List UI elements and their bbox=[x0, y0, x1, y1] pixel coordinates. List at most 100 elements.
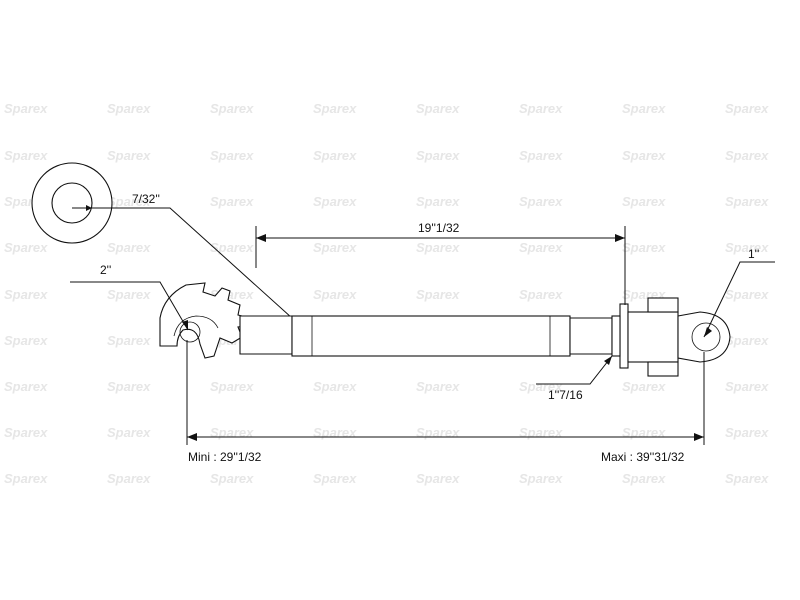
sparex-watermark: Sparex bbox=[107, 194, 151, 209]
eye-size-label: 1'' bbox=[748, 247, 759, 261]
sparex-watermark: Sparex bbox=[107, 425, 151, 440]
sparex-watermark: Sparex bbox=[107, 240, 151, 255]
sparex-watermark: Sparex bbox=[519, 194, 563, 209]
tube-dimension bbox=[255, 226, 626, 305]
sparex-watermark: Sparex bbox=[4, 148, 48, 163]
sparex-watermark: Sparex bbox=[210, 240, 254, 255]
sparex-watermark: Sparex bbox=[416, 379, 460, 394]
sparex-watermark: Sparex bbox=[313, 425, 357, 440]
sparex-watermark: Sparex bbox=[4, 287, 48, 302]
main-tube bbox=[291, 315, 571, 357]
sparex-watermark: Sparex bbox=[622, 471, 666, 486]
flange-leader bbox=[536, 355, 613, 385]
sparex-watermark: Sparex bbox=[725, 379, 769, 394]
sparex-watermark: Sparex bbox=[622, 425, 666, 440]
arrow-head bbox=[187, 433, 197, 441]
sparex-watermark: Sparex bbox=[725, 240, 769, 255]
sparex-watermark: Sparex bbox=[210, 101, 254, 116]
sparex-watermark: Sparex bbox=[210, 471, 254, 486]
hook-hole bbox=[179, 321, 201, 343]
hook-leader bbox=[70, 281, 189, 331]
sparex-watermark: Sparex bbox=[107, 333, 151, 348]
sparex-watermark: Sparex bbox=[210, 194, 254, 209]
sparex-watermark: Sparex bbox=[4, 425, 48, 440]
eye-pin-bottom bbox=[647, 361, 679, 377]
sparex-watermark: Sparex bbox=[107, 148, 151, 163]
sparex-watermark: Sparex bbox=[519, 425, 563, 440]
hook-size-label: 2'' bbox=[100, 263, 111, 277]
arrow-head bbox=[615, 234, 625, 242]
arrow-head bbox=[256, 234, 266, 242]
sparex-watermark: Sparex bbox=[725, 194, 769, 209]
sparex-watermark: Sparex bbox=[313, 379, 357, 394]
sparex-watermark: Sparex bbox=[107, 379, 151, 394]
sparex-watermark: Sparex bbox=[519, 240, 563, 255]
sparex-watermark: Sparex bbox=[725, 333, 769, 348]
sparex-watermark: Sparex bbox=[519, 101, 563, 116]
hook-inner-curve bbox=[173, 315, 219, 337]
arrow-head bbox=[86, 205, 92, 211]
sparex-watermark: Sparex bbox=[4, 240, 48, 255]
overall-dimension bbox=[186, 340, 705, 445]
flange-plate bbox=[619, 303, 629, 369]
eye-pin-top bbox=[647, 297, 679, 313]
sparex-watermark: Sparex bbox=[107, 471, 151, 486]
sparex-watermark: Sparex bbox=[416, 148, 460, 163]
arrow-head bbox=[182, 320, 188, 330]
arrow-head bbox=[694, 433, 704, 441]
sparex-watermark: Sparex bbox=[313, 194, 357, 209]
hook-body bbox=[159, 282, 251, 359]
min-length-label: Mini : 29''1/32 bbox=[188, 450, 262, 464]
hole-leader-line bbox=[125, 207, 293, 319]
sparex-watermark: Sparex bbox=[519, 379, 563, 394]
sparex-watermark: Sparex bbox=[210, 379, 254, 394]
eye-hole bbox=[691, 322, 721, 352]
tube-length-label: 19''1/32 bbox=[418, 221, 460, 235]
sparex-watermark: Sparex bbox=[416, 425, 460, 440]
sparex-watermark: Sparex bbox=[313, 240, 357, 255]
sparex-watermark: Sparex bbox=[725, 148, 769, 163]
eye-leader bbox=[703, 261, 775, 338]
sparex-watermark: Sparex bbox=[725, 471, 769, 486]
sparex-watermark: Sparex bbox=[313, 101, 357, 116]
hook-shank bbox=[239, 315, 293, 355]
sparex-watermark: Sparex bbox=[622, 379, 666, 394]
arrow-head bbox=[704, 327, 712, 337]
sparex-watermark: Sparex bbox=[725, 287, 769, 302]
tube-body bbox=[291, 315, 571, 357]
sparex-watermark: Sparex bbox=[519, 287, 563, 302]
sparex-watermark: Sparex bbox=[416, 471, 460, 486]
sparex-watermark: Sparex bbox=[622, 240, 666, 255]
lock-nut bbox=[611, 315, 621, 357]
sparex-watermark: Sparex bbox=[107, 101, 151, 116]
sparex-watermark: Sparex bbox=[313, 148, 357, 163]
sparex-watermark: Sparex bbox=[4, 333, 48, 348]
sparex-watermark: Sparex bbox=[416, 287, 460, 302]
sparex-watermark: Sparex bbox=[416, 101, 460, 116]
sparex-watermark: Sparex bbox=[622, 148, 666, 163]
sparex-watermark: Sparex bbox=[416, 194, 460, 209]
sparex-watermark: Sparex bbox=[622, 194, 666, 209]
arrow-head bbox=[604, 356, 612, 365]
sparex-watermark: Sparex bbox=[725, 101, 769, 116]
sparex-watermark: Sparex bbox=[313, 287, 357, 302]
right-shank bbox=[569, 317, 613, 355]
sparex-watermark: Sparex bbox=[4, 379, 48, 394]
eye-fork bbox=[627, 311, 679, 363]
sparex-watermark: Sparex bbox=[4, 101, 48, 116]
sparex-watermark: Sparex bbox=[725, 425, 769, 440]
max-length-label: Maxi : 39''31/32 bbox=[601, 450, 685, 464]
hole-size-label: 7/32'' bbox=[132, 192, 160, 206]
sparex-watermark: Sparex bbox=[313, 471, 357, 486]
sparex-watermark: Sparex bbox=[622, 101, 666, 116]
hook-end bbox=[159, 282, 251, 359]
eye-end bbox=[627, 297, 731, 377]
flange-size-label: 1''7/16 bbox=[548, 388, 583, 402]
washer-hole bbox=[51, 182, 93, 224]
sparex-watermark: Sparex bbox=[4, 471, 48, 486]
sparex-watermark: Sparex bbox=[416, 240, 460, 255]
sparex-watermark: Sparex bbox=[210, 148, 254, 163]
washer-detail bbox=[31, 162, 125, 244]
